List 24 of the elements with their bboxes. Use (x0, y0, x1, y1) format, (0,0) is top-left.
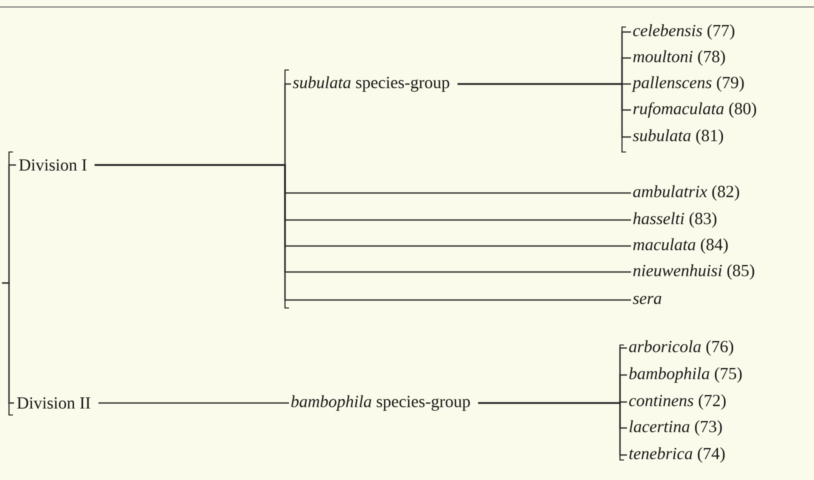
group-label: bambophila species-group (291, 395, 470, 411)
species-label: tenebrica (74) (629, 447, 725, 463)
species-label: celebensis (77) (633, 24, 734, 40)
species-label: bambophila (75) (629, 367, 742, 383)
species-label: rufomaculata (80) (633, 102, 756, 118)
division-label: Division I (19, 159, 87, 171)
connector-line (98, 402, 289, 404)
connector-line (458, 83, 631, 138)
species-label: ambulatrix (82) (633, 185, 740, 201)
connector-line (478, 402, 627, 456)
connector-line (94, 164, 631, 301)
species-label: subulata (81) (632, 129, 724, 145)
species-label: hasselti (83) (633, 212, 716, 228)
group-label: subulata species-group (292, 76, 450, 92)
species-label: pallenscens (79) (632, 76, 744, 92)
species-label: arboricola (76) (629, 340, 734, 356)
species-label: lacertina (73) (630, 420, 722, 436)
species-label: sera (632, 296, 662, 304)
species-label: continens (72) (629, 394, 726, 410)
species-label: maculata (84) (633, 238, 728, 254)
species-label: moultoni (78) (633, 50, 725, 66)
connector-line (2, 282, 14, 404)
division-label: Division II (17, 397, 90, 409)
species-label: nieuwenhuisi (85) (633, 264, 754, 280)
